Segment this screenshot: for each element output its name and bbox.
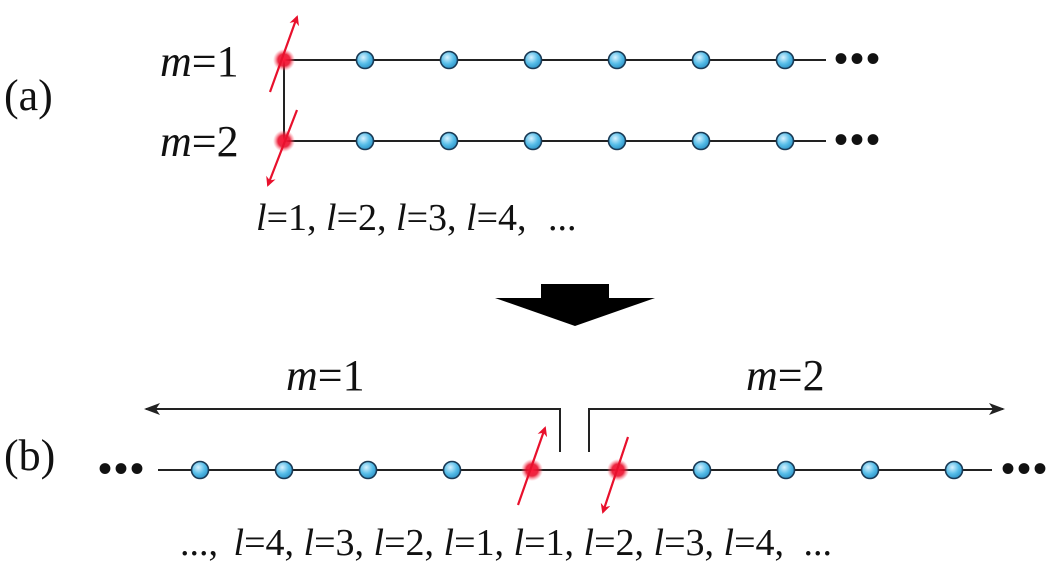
blue-circle-icon xyxy=(776,460,796,480)
chain-2-ellipsis: ••• xyxy=(834,117,882,162)
chain-2-sites xyxy=(355,131,795,151)
spin-down-arrow-icon xyxy=(266,109,299,187)
blue-circle-icon xyxy=(692,460,712,480)
panel-b: (b) m=1 m=2 ••• ••• ..., l=4, l=3, l=2, … xyxy=(4,351,1049,564)
blue-circle-icon xyxy=(775,131,795,151)
panel-a-index-labels: l=1, l=2, l=3, l=4, ... xyxy=(256,197,577,239)
spin-up-arrow-icon xyxy=(516,426,548,506)
blue-circle-icon xyxy=(775,50,795,70)
spin-up-arrow-icon xyxy=(268,15,299,93)
blue-circle-icon xyxy=(442,460,462,480)
blue-circle-icon xyxy=(523,131,543,151)
left-ellipsis: ••• xyxy=(98,446,146,491)
blue-circle-icon xyxy=(190,460,210,480)
blue-circle-icon xyxy=(860,460,880,480)
panel-a: (a) m=1 m=2 ••• ••• l=1, l=2, l=3, l=4, … xyxy=(4,15,882,239)
panel-b-label: (b) xyxy=(4,431,55,480)
right-region-bracket xyxy=(588,403,1005,452)
blue-circle-icon xyxy=(439,50,459,70)
blue-circle-icon xyxy=(274,460,294,480)
right-region-label: m=2 xyxy=(746,351,825,400)
index-label: l xyxy=(256,197,267,239)
panel-a-label: (a) xyxy=(4,71,53,120)
blue-circle-icon xyxy=(691,50,711,70)
left-region-label: m=1 xyxy=(286,351,365,400)
chain-1-label: m=1 xyxy=(160,37,239,86)
blue-circle-icon xyxy=(607,50,627,70)
blue-circle-icon xyxy=(355,50,375,70)
unfolded-chain-sites xyxy=(190,460,964,480)
panel-b-index-labels: ..., l=4, l=3, l=2, l=1, l=1, l=2, l=3, … xyxy=(180,522,832,564)
red-glow-dot-icon xyxy=(521,459,543,481)
spin-down-arrow-icon xyxy=(600,436,630,514)
right-ellipsis: ••• xyxy=(1001,446,1049,491)
blue-circle-icon xyxy=(944,460,964,480)
down-block-arrow-icon xyxy=(495,284,655,326)
chain-1-ellipsis: ••• xyxy=(834,36,882,81)
blue-circle-icon xyxy=(358,460,378,480)
chain-1-sites xyxy=(355,50,795,70)
blue-circle-icon xyxy=(523,50,543,70)
left-region-bracket xyxy=(144,403,561,452)
blue-circle-icon xyxy=(607,131,627,151)
blue-circle-icon xyxy=(439,131,459,151)
chain-2-label: m=2 xyxy=(160,117,239,166)
blue-circle-icon xyxy=(355,131,375,151)
blue-circle-icon xyxy=(691,131,711,151)
